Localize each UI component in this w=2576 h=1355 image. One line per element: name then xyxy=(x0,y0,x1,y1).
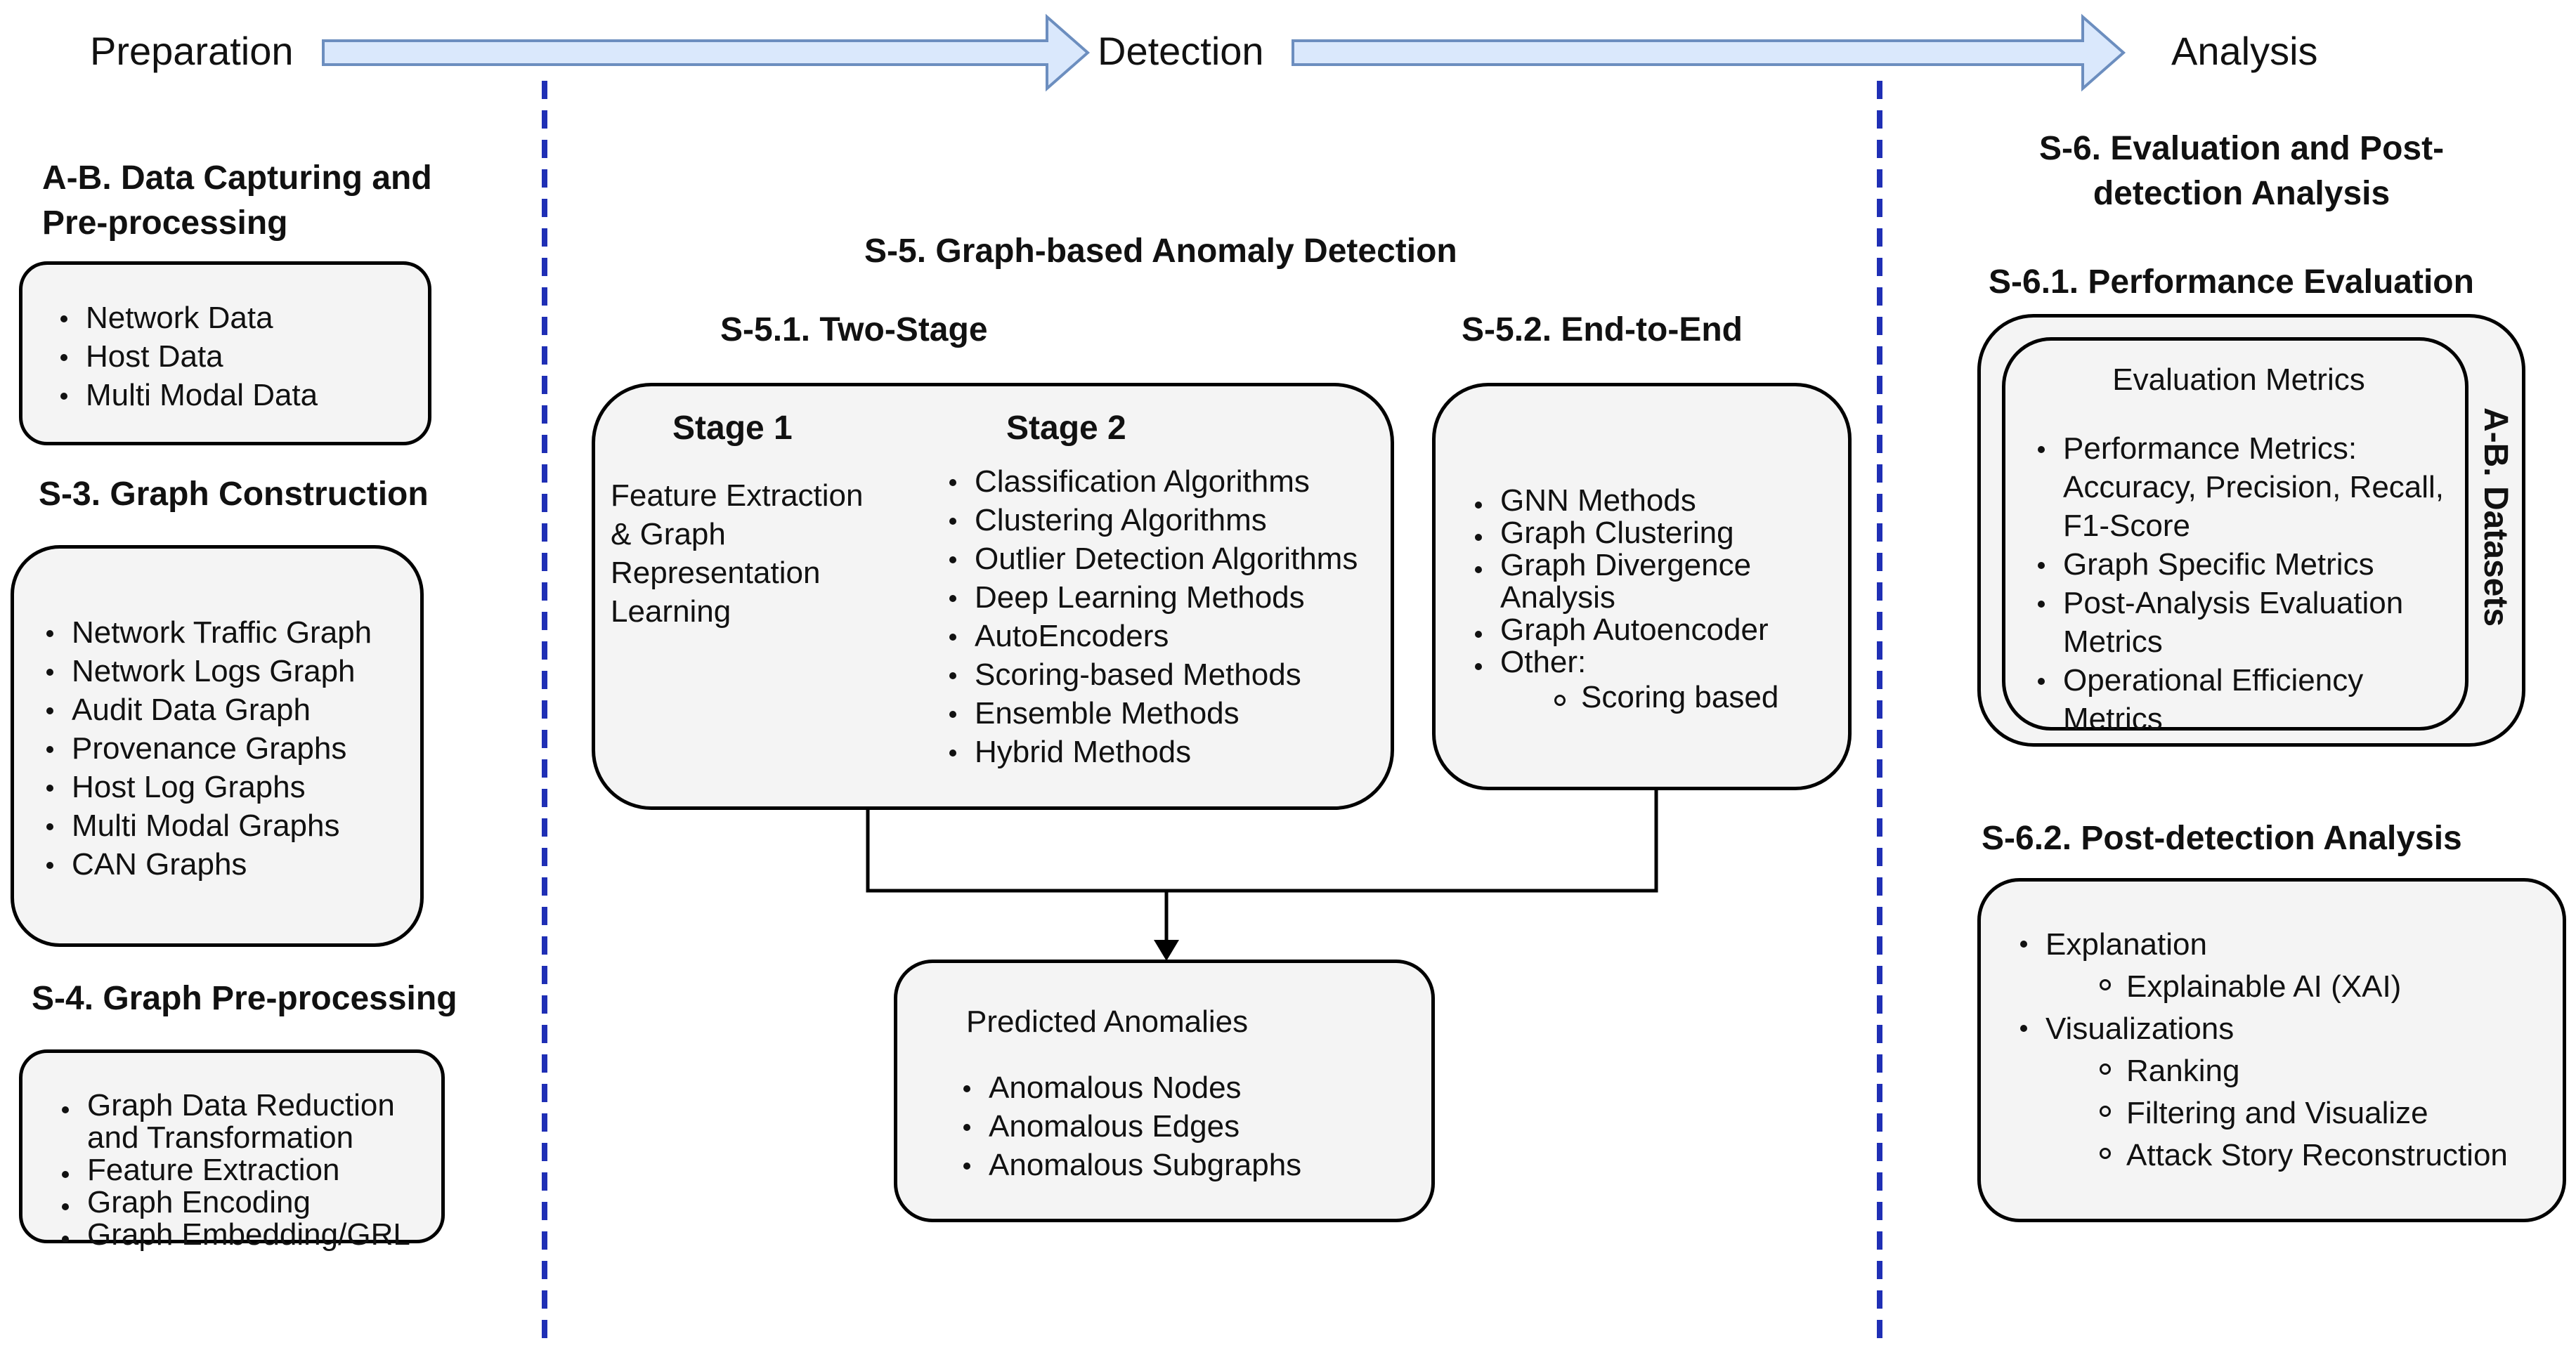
predicted-anomalies-box: Predicted Anomalies Anomalous Nodes Anom… xyxy=(894,960,1435,1222)
graph-preprocessing-title: S-4. Graph Pre-processing xyxy=(32,980,457,1017)
list-item: Ensemble Methods xyxy=(949,694,1358,733)
performance-box: Evaluation Metrics Performance Metrics: … xyxy=(1977,314,2525,747)
list-item: Host Data xyxy=(60,337,318,376)
list-item: Anomalous Nodes xyxy=(963,1068,1301,1107)
list-item: Provenance Graphs xyxy=(46,729,372,768)
graph-preprocessing-list: Graph Data Reduction and Transformation … xyxy=(62,1089,424,1251)
list-item: Operational Efficiency Metrics xyxy=(2038,661,2457,738)
list-item: Graph Embedding/GRL xyxy=(62,1219,424,1251)
list-item: Visualizations xyxy=(2020,1008,2508,1050)
list-item: Network Logs Graph xyxy=(46,652,372,690)
detection-title: S-5. Graph-based Anomaly Detection xyxy=(864,233,1457,270)
list-item: Graph Specific Metrics xyxy=(2038,545,2457,584)
connector-end-to-end xyxy=(1166,788,1658,893)
data-capturing-list: Network Data Host Data Multi Modal Data xyxy=(60,299,318,414)
list-sub-item: Attack Story Reconstruction xyxy=(2100,1134,2508,1177)
datasets-label: A-B. Datasets xyxy=(2477,407,2514,627)
list-item: Classification Algorithms xyxy=(949,462,1358,501)
list-item: Anomalous Subgraphs xyxy=(963,1146,1301,1184)
analysis-title: S-6. Evaluation and Post-detection Analy… xyxy=(2038,130,2445,212)
list-item: Clustering Algorithms xyxy=(949,501,1358,539)
phase-arrow-preparation-detection xyxy=(322,13,1091,92)
graph-construction-list: Network Traffic Graph Network Logs Graph… xyxy=(46,613,372,884)
phase-detection: Detection xyxy=(1098,29,1264,73)
post-detection-box: Explanation Explainable AI (XAI) Visuali… xyxy=(1977,878,2566,1222)
list-item: Network Data xyxy=(60,299,318,337)
end-to-end-title: S-5.2. End-to-End xyxy=(1462,311,1743,348)
list-sub-item: Scoring based xyxy=(1554,681,1837,714)
data-capturing-box: Network Data Host Data Multi Modal Data xyxy=(19,261,431,445)
connector-two-stage xyxy=(866,808,1166,893)
predicted-anomalies-list: Anomalous Nodes Anomalous Edges Anomalou… xyxy=(963,1068,1301,1184)
list-item: GNN Methods xyxy=(1475,485,1837,517)
stage1-label: Stage 1 xyxy=(672,410,793,447)
list-item: Hybrid Methods xyxy=(949,733,1358,771)
list-item: Scoring-based Methods xyxy=(949,655,1358,694)
predicted-anomalies-title: Predicted Anomalies xyxy=(966,1004,1249,1039)
list-item: AutoEncoders xyxy=(949,617,1358,655)
list-item: Outlier Detection Algorithms xyxy=(949,539,1358,578)
list-item: Graph Divergence Analysis xyxy=(1475,549,1837,614)
post-detection-list: Explanation Explainable AI (XAI) Visuali… xyxy=(2020,924,2508,1177)
graph-construction-box: Network Traffic Graph Network Logs Graph… xyxy=(11,545,424,947)
graph-preprocessing-box: Graph Data Reduction and Transformation … xyxy=(19,1049,445,1251)
list-sub-item: Ranking xyxy=(2100,1050,2508,1092)
list-item: Graph Encoding xyxy=(62,1186,424,1219)
data-capturing-title: A-B. Data Capturing and Pre-processing xyxy=(42,159,432,242)
list-item: Network Traffic Graph xyxy=(46,613,372,652)
evaluation-metrics-title: Evaluation Metrics xyxy=(2112,362,2365,397)
list-item: Graph Autoencoder xyxy=(1475,614,1837,646)
phase-preparation: Preparation xyxy=(90,29,294,73)
two-stage-title: S-5.1. Two-Stage xyxy=(720,311,988,348)
phase-arrow-detection-analysis xyxy=(1292,13,2126,92)
end-to-end-box: GNN Methods Graph Clustering Graph Diver… xyxy=(1432,383,1852,790)
list-item: Feature Extraction xyxy=(62,1154,424,1186)
graph-construction-title: S-3. Graph Construction xyxy=(39,476,429,513)
list-item: Multi Modal Data xyxy=(60,376,318,414)
list-item: Other: xyxy=(1475,646,1837,679)
phase-analysis: Analysis xyxy=(2171,29,2318,73)
list-sub-item: Filtering and Visualize xyxy=(2100,1092,2508,1134)
connector-arrowhead xyxy=(1154,940,1179,961)
stage2-label: Stage 2 xyxy=(1006,410,1126,447)
evaluation-metrics-box: Evaluation Metrics Performance Metrics: … xyxy=(2002,337,2468,736)
evaluation-metrics-list: Performance Metrics: Accuracy, Precision… xyxy=(2038,429,2457,738)
list-item: Post-Analysis Evaluation Metrics xyxy=(2038,584,2457,661)
list-item: Multi Modal Graphs xyxy=(46,806,372,845)
end-to-end-list: GNN Methods Graph Clustering Graph Diver… xyxy=(1475,485,1837,714)
stage2-list: Classification Algorithms Clustering Alg… xyxy=(949,462,1358,771)
list-item: Graph Data Reduction and Transformation xyxy=(62,1089,424,1154)
list-item: Deep Learning Methods xyxy=(949,578,1358,617)
list-item: CAN Graphs xyxy=(46,845,372,884)
post-detection-title: S-6.2. Post-detection Analysis xyxy=(1982,820,2462,857)
list-item: Anomalous Edges xyxy=(963,1107,1301,1146)
list-sub-item: Explainable AI (XAI) xyxy=(2100,966,2508,1008)
stage1-text: Feature Extraction & Graph Representatio… xyxy=(611,478,864,629)
list-item: Explanation xyxy=(2020,924,2508,966)
two-stage-box: Stage 1 Feature Extraction & Graph Repre… xyxy=(592,383,1394,810)
performance-title: S-6.1. Performance Evaluation xyxy=(1989,263,2474,301)
list-item: Performance Metrics: Accuracy, Precision… xyxy=(2038,429,2457,545)
list-item: Audit Data Graph xyxy=(46,690,372,729)
list-item: Host Log Graphs xyxy=(46,768,372,806)
list-item: Graph Clustering xyxy=(1475,517,1837,549)
